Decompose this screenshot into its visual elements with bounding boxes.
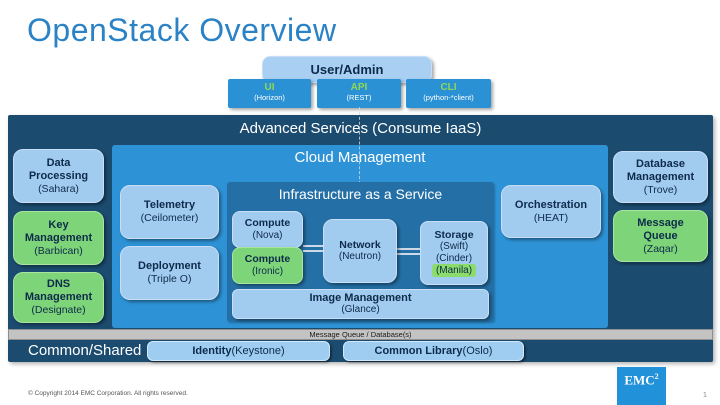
- box-title: Compute: [244, 253, 291, 266]
- page-number: 1: [703, 392, 707, 399]
- pill-bold: Identity: [192, 345, 232, 357]
- client-cli-sub: (python-*client): [423, 93, 474, 102]
- emc-logo: EMC2: [617, 367, 666, 405]
- box-telemetry-ceilometer: Telemetry (Ceilometer): [120, 185, 219, 239]
- box-sub-swift: (Swift): [439, 240, 469, 252]
- box-sub-cinder: (Cinder): [435, 252, 473, 264]
- box-sub: (Neutron): [338, 251, 382, 263]
- emc-logo-sup: 2: [654, 372, 659, 381]
- box-compute-ironic: Compute (Ironic): [232, 247, 303, 284]
- user-admin-box: User/Admin: [262, 56, 432, 83]
- box-sub: (Triple O): [147, 273, 192, 286]
- box-title: Telemetry: [143, 199, 196, 212]
- box-network-neutron: Network (Neutron): [323, 219, 397, 283]
- client-api-sub: (REST): [346, 93, 372, 102]
- box-title: Storage: [434, 228, 474, 241]
- message-queue-database-bar: Message Queue / Database(s): [8, 329, 713, 340]
- client-ui-sub: (Horizon): [254, 93, 285, 102]
- client-box-api: API (REST): [317, 79, 401, 108]
- box-sub: (Ironic): [251, 265, 284, 277]
- emc-logo-text: EMC: [624, 372, 655, 388]
- box-title: Data Processing: [28, 156, 89, 182]
- box-sub: (Zaqar): [643, 242, 678, 255]
- box-sub: (Barbican): [34, 244, 83, 257]
- box-database-management-trove: Database Management (Trove): [613, 151, 708, 203]
- connector-compute-network: [303, 245, 323, 252]
- user-admin-label: User/Admin: [310, 62, 384, 77]
- api-connector-line: [359, 107, 360, 184]
- box-deployment-tripleo: Deployment (Triple O): [120, 246, 219, 300]
- client-api-label: API: [350, 82, 368, 93]
- box-title: Database Management: [626, 157, 695, 183]
- box-sub: (Nova): [252, 229, 283, 241]
- box-dns-management-designate: DNS Management (Designate): [13, 272, 104, 323]
- box-data-processing-sahara: Data Processing (Sahara): [13, 149, 104, 203]
- box-image-management-glance: Image Management (Glance): [232, 289, 489, 319]
- box-message-queue-zaqar: Message Queue (Zaqar): [613, 210, 708, 262]
- box-title: Image Management: [309, 292, 412, 305]
- client-box-ui: UI (Horizon): [228, 79, 311, 108]
- iaas-title: Infrastructure as a Service: [278, 186, 443, 202]
- client-box-cli: CLI (python-*client): [406, 79, 491, 108]
- common-shared-label: Common/Shared: [28, 342, 142, 359]
- box-common-library-oslo: Common Library (Oslo): [343, 341, 524, 361]
- client-cli-label: CLI: [440, 82, 457, 93]
- pill-rest: (Oslo): [462, 345, 493, 357]
- client-ui-label: UI: [264, 82, 275, 93]
- box-title: Key Management: [24, 218, 93, 244]
- copyright-text: © Copyright 2014 EMC Corporation. All ri…: [28, 390, 188, 397]
- pill-bold: Common Library: [374, 345, 463, 357]
- cloud-management-title: Cloud Management: [294, 149, 426, 166]
- box-orchestration-heat: Orchestration (HEAT): [501, 185, 601, 238]
- pill-rest: (Keystone): [231, 345, 285, 357]
- box-compute-nova: Compute (Nova): [232, 211, 303, 248]
- advanced-services-title: Advanced Services (Consume IaaS): [239, 120, 482, 137]
- box-sub: (HEAT): [533, 211, 569, 224]
- box-title: Message Queue: [637, 216, 684, 242]
- box-identity-keystone: Identity (Keystone): [147, 341, 330, 361]
- box-storage-swift-cinder-manila: Storage (Swift) (Cinder) (Manila): [420, 221, 488, 285]
- box-key-management-barbican: Key Management (Barbican): [13, 211, 104, 265]
- box-title: Compute: [244, 217, 291, 230]
- box-sub: (Glance): [341, 304, 380, 316]
- box-title: Deployment: [138, 260, 201, 273]
- box-title: DNS Management: [24, 278, 93, 304]
- connector-network-storage: [394, 248, 420, 255]
- box-sub: (Trove): [643, 183, 678, 196]
- box-sub: (Ceilometer): [140, 212, 199, 225]
- box-sub: (Designate): [31, 304, 86, 317]
- box-title: Network: [339, 238, 381, 251]
- box-title: Orchestration: [514, 198, 588, 211]
- box-sub-manila-highlight: (Manila): [431, 264, 477, 278]
- slide-title: OpenStack Overview: [27, 12, 337, 48]
- box-sub: (Sahara): [38, 182, 79, 195]
